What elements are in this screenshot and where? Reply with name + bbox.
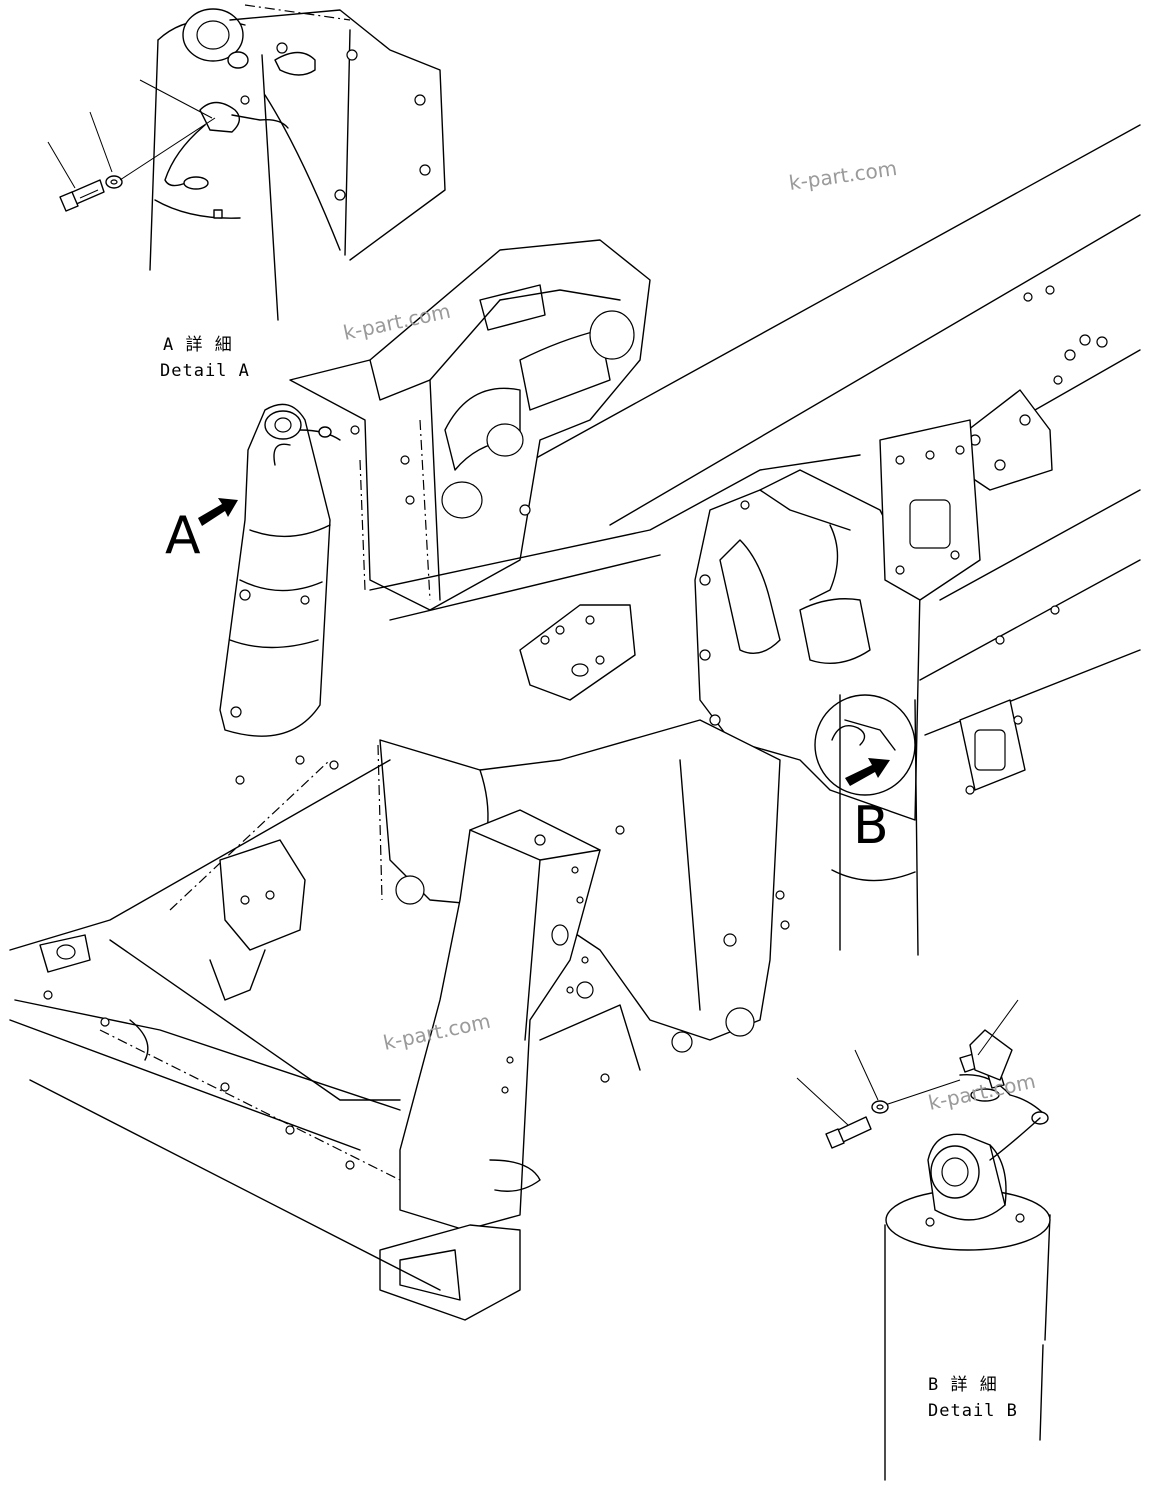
washer-icon [105,175,123,189]
detail-b-callout-circle [814,694,916,796]
view-marker-b: B [853,796,889,856]
watermark: k-part.com [926,1069,1038,1115]
view-marker-a: A [165,506,201,566]
view-arrow-icon [845,758,890,786]
detail-b-label-jp: B 詳 細 [928,1375,998,1395]
detail-b-view [796,999,1051,1481]
view-arrow-icon [198,498,238,526]
detail-a-label-jp: A 詳 細 [163,335,233,355]
bolt-icon [825,1116,872,1149]
washer-icon [871,1100,889,1114]
main-frame-view [9,124,1141,1321]
detail-a-label-en: Detail A [160,361,250,381]
watermark: k-part.com [787,156,898,195]
detail-b-label-en: Detail B [928,1401,1018,1421]
detail-a-view [47,4,446,321]
bolt-icon [59,179,105,212]
